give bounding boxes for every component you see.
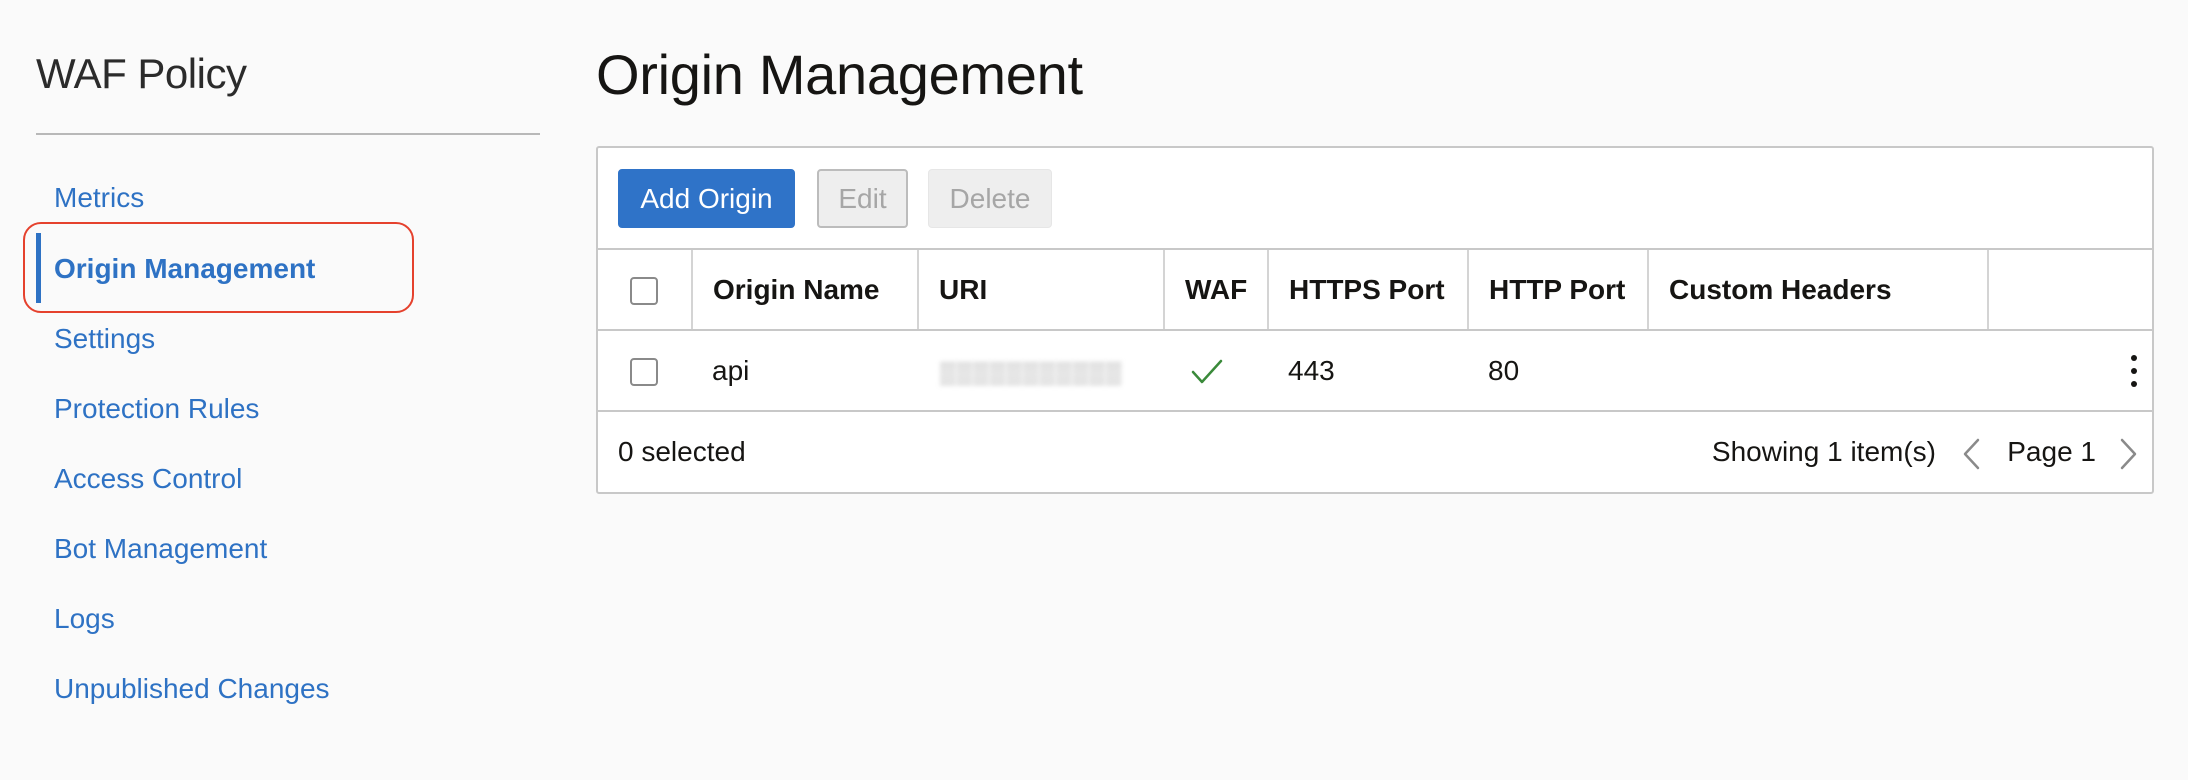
- cell-actions: [1988, 330, 2152, 412]
- row-actions-kebab-icon[interactable]: [2124, 351, 2144, 391]
- column-header-uri[interactable]: URI: [918, 250, 1165, 331]
- sidebar-item-settings[interactable]: Settings: [54, 323, 156, 354]
- select-all-checkbox[interactable]: [630, 277, 658, 306]
- sidebar-item-access-control[interactable]: Access Control: [54, 463, 243, 494]
- page-title: Origin Management: [596, 43, 1083, 106]
- origins-table: Origin Name URI WAF HTTPS Port HTTP Port…: [598, 250, 2152, 412]
- add-origin-button[interactable]: Add Origin: [618, 169, 795, 228]
- column-header-http-port[interactable]: HTTP Port: [1468, 250, 1649, 331]
- sidebar-divider: [36, 133, 540, 135]
- delete-button[interactable]: Delete: [928, 169, 1052, 228]
- table-header-row: Origin Name URI WAF HTTPS Port HTTP Port…: [598, 250, 2152, 331]
- sidebar-item-protection-rules[interactable]: Protection Rules: [54, 393, 260, 424]
- cell-origin-name: api: [692, 330, 918, 412]
- showing-count: Showing 1 item(s): [1711, 436, 1936, 467]
- page-indicator: Page 1: [2007, 436, 2096, 467]
- origins-panel: Add Origin Edit Delete Origin Name URI W…: [596, 146, 2154, 494]
- uri-redacted: ▒▒▒▒▒▒▒▒▒▒▒: [940, 359, 1123, 385]
- cell-http-port: 80: [1468, 330, 1648, 412]
- column-header-waf[interactable]: WAF: [1164, 250, 1269, 331]
- sidebar-item-logs[interactable]: Logs: [54, 603, 115, 634]
- check-icon: [1191, 359, 1223, 384]
- column-header-custom-headers[interactable]: Custom Headers: [1648, 250, 1989, 331]
- row-checkbox[interactable]: [630, 358, 658, 387]
- sidebar-item-origin-management[interactable]: Origin Management: [54, 253, 316, 284]
- cell-uri: ▒▒▒▒▒▒▒▒▒▒▒: [918, 330, 1164, 412]
- sidebar-item-bot-management[interactable]: Bot Management: [54, 533, 268, 564]
- cell-waf: [1164, 330, 1268, 412]
- cell-custom-headers: [1648, 330, 1988, 412]
- selected-count: 0 selected: [618, 436, 746, 467]
- table-row[interactable]: api ▒▒▒▒▒▒▒▒▒▒▒ 443 80: [598, 330, 2152, 412]
- sidebar-title: WAF Policy: [36, 50, 247, 97]
- active-nav-indicator: [36, 233, 41, 303]
- select-all-header: [598, 250, 693, 331]
- toolbar: Add Origin Edit Delete: [598, 148, 2152, 250]
- column-header-origin-name[interactable]: Origin Name: [692, 250, 919, 331]
- chevron-right-icon[interactable]: [2114, 436, 2142, 472]
- column-header-actions: [1988, 250, 2152, 331]
- cell-https-port: 443: [1268, 330, 1468, 412]
- edit-button[interactable]: Edit: [817, 169, 908, 228]
- table-footer: 0 selected Showing 1 item(s) Page 1: [598, 414, 2152, 492]
- chevron-left-icon[interactable]: [1958, 436, 1986, 472]
- row-select-cell: [598, 330, 692, 412]
- column-header-https-port[interactable]: HTTPS Port: [1268, 250, 1469, 331]
- sidebar-item-unpublished-changes[interactable]: Unpublished Changes: [54, 673, 330, 704]
- sidebar-item-metrics[interactable]: Metrics: [54, 182, 145, 213]
